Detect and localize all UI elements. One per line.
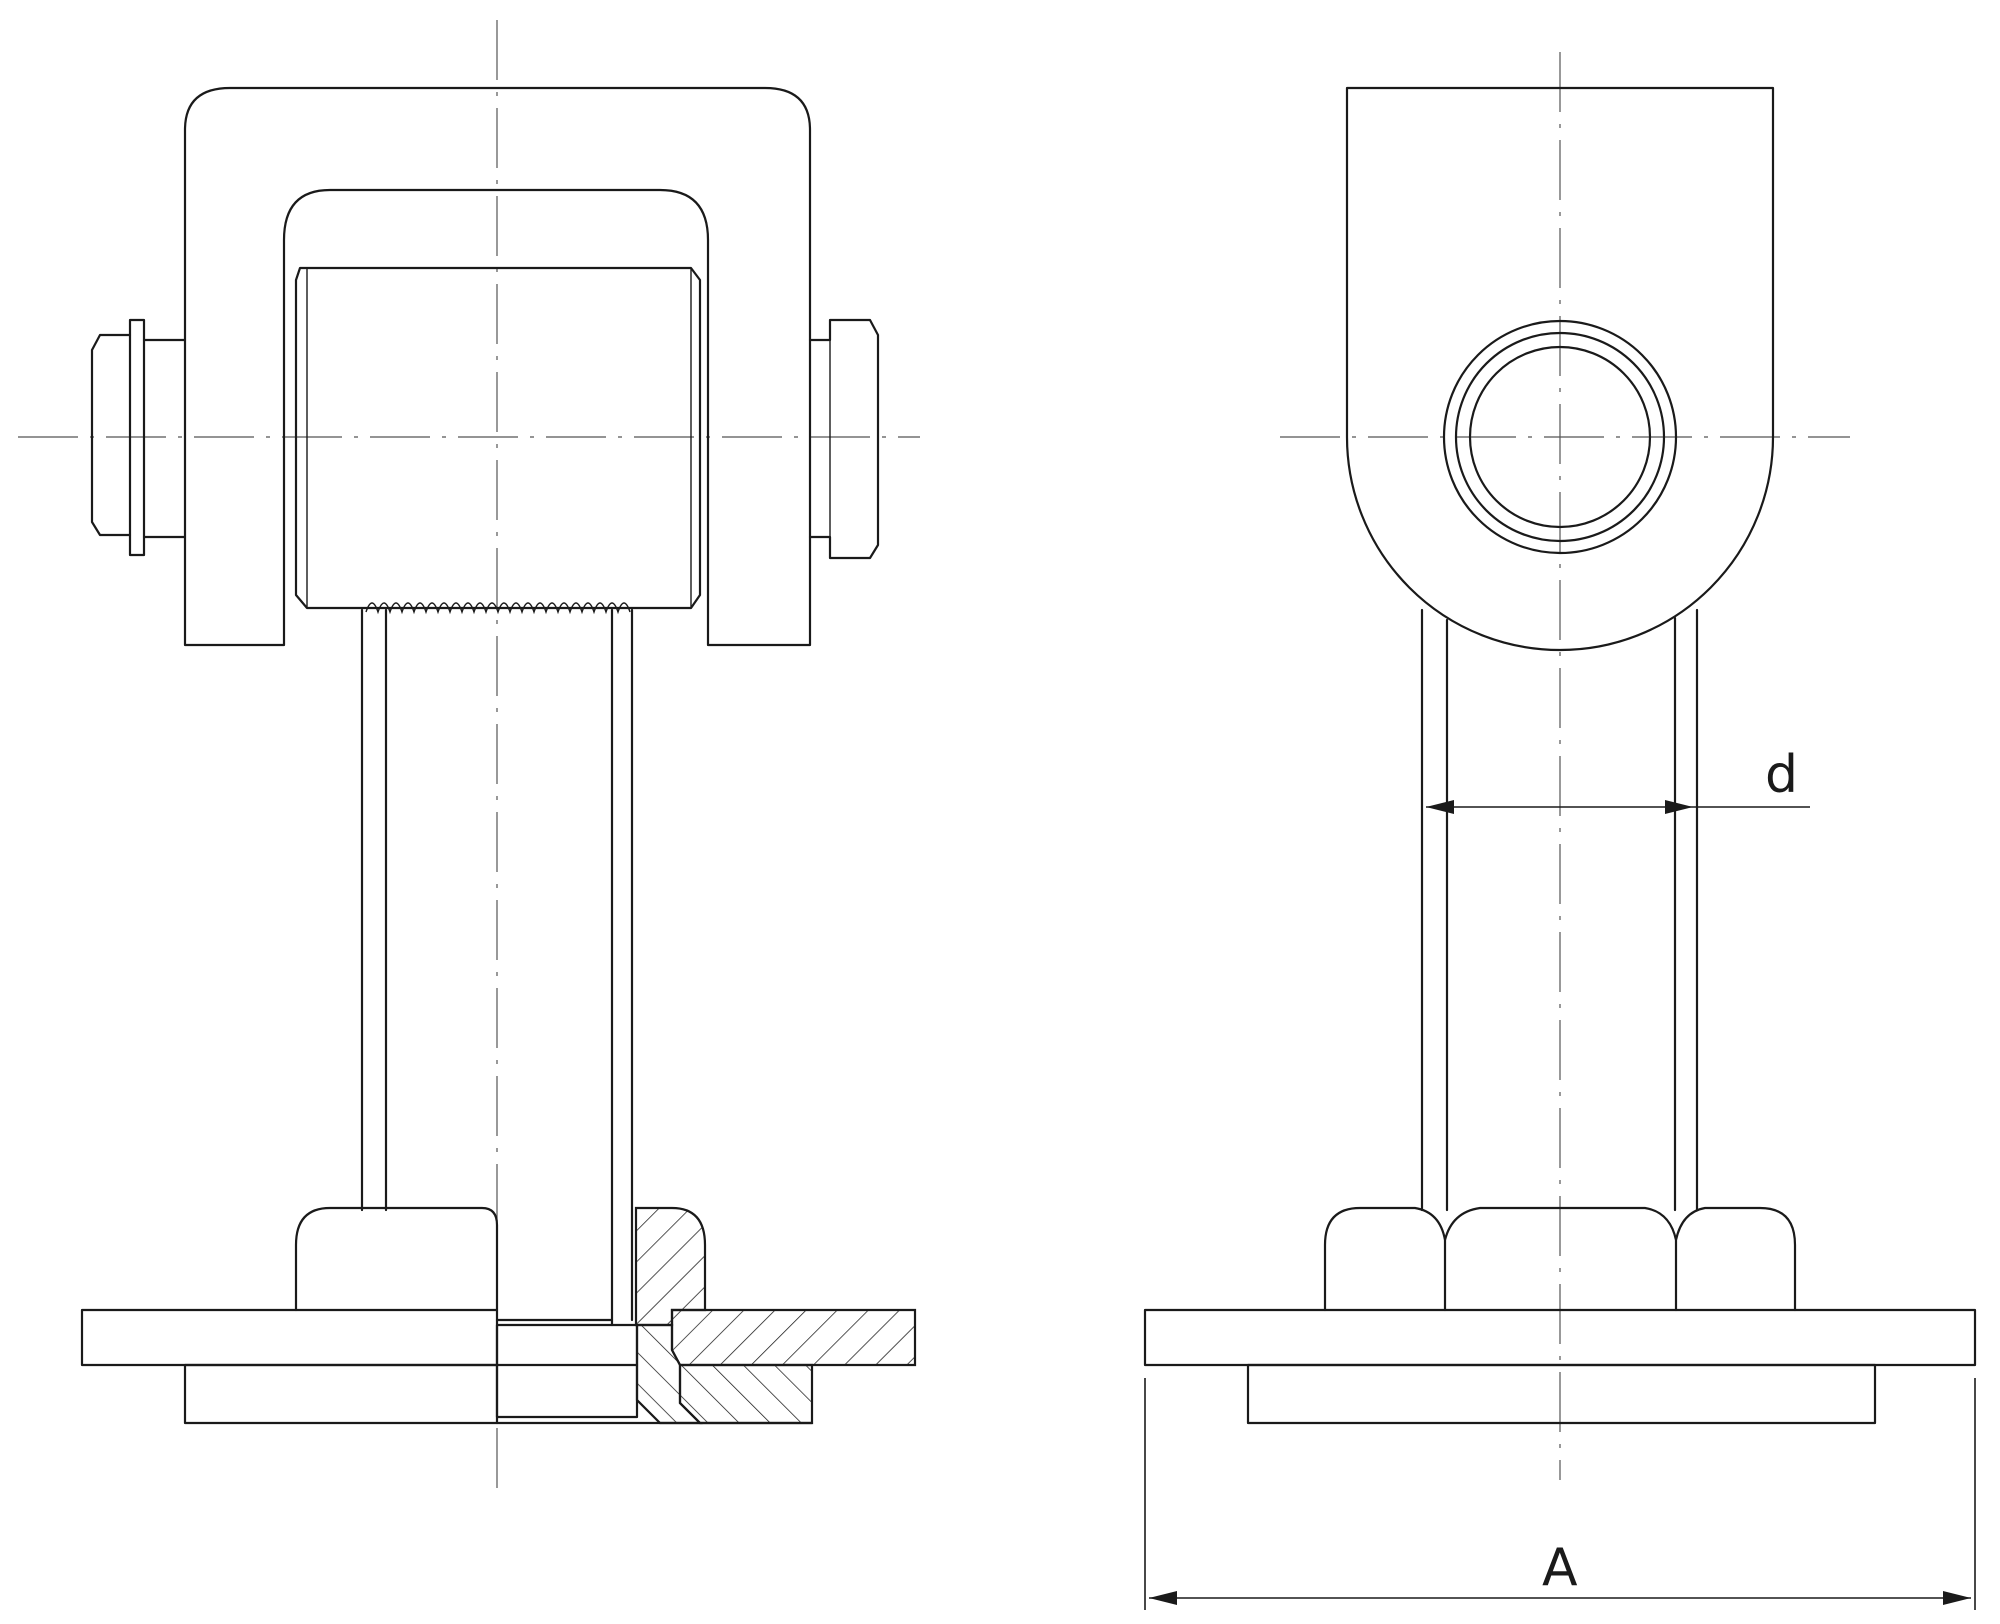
bore-insert [495, 1323, 639, 1419]
eye-bore [1468, 345, 1652, 529]
pin-end-left [90, 318, 187, 557]
base-left [183, 1363, 499, 1425]
clevis-yoke [183, 86, 812, 647]
stem-rod [360, 608, 634, 1327]
side-view: d A [1143, 52, 1977, 1610]
side-rod [1420, 608, 1699, 1212]
front-view [18, 20, 920, 1490]
plate-section [670, 1308, 917, 1367]
bushing [294, 266, 702, 610]
nut-left-half [294, 1206, 499, 1312]
collar-section [635, 1323, 703, 1425]
eye-outer-ring [1442, 319, 1678, 555]
weld-bead [365, 602, 631, 615]
plate-left [80, 1308, 499, 1367]
eye-middle-ring [1454, 331, 1666, 543]
eye-head [1345, 86, 1775, 652]
dim-d-label: d [1765, 745, 1798, 805]
nut-section [634, 1206, 707, 1327]
side-base [1246, 1363, 1877, 1425]
dim-a-label: A [1542, 1538, 1578, 1598]
base-section [678, 1363, 814, 1425]
pin-end-right [808, 318, 880, 560]
hex-nut [1323, 1206, 1797, 1312]
